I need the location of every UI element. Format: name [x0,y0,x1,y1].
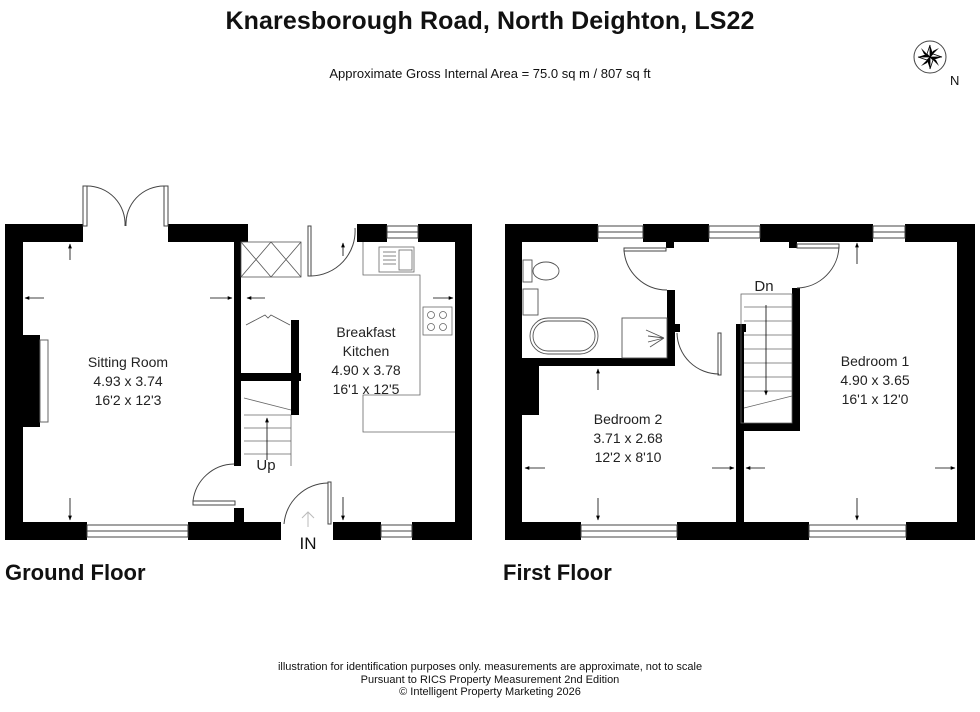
disclaimer: illustration for identification purposes… [277,661,703,673]
entrance-arrow-icon [301,511,315,527]
gross-area: Approximate Gross Internal Area = 75.0 s… [329,66,651,81]
compass-icon: N [913,40,959,87]
entrance-label: IN [300,534,317,553]
compass-north-label: N [950,73,959,87]
room-sitting-room: Sitting Room 4.93 x 3.74 16'2 x 12'3 [88,354,168,408]
copyright: © Intelligent Property Marketing 2026 [399,686,581,698]
room-breakfast-kitchen: Breakfast Kitchen 4.90 x 3.78 16'1 x 12'… [331,324,400,397]
kitchen-back-door [307,225,356,277]
stairs-down [740,293,793,424]
ground-floor-walls [5,224,472,540]
first-floor-label: First Floor [503,560,612,585]
stairs-up [243,397,292,466]
svg-text:16'1 x 12'0: 16'1 x 12'0 [842,391,909,407]
svg-text:4.90 x 3.65: 4.90 x 3.65 [840,372,909,388]
room-bedroom-2: Bedroom 2 3.71 x 2.68 12'2 x 8'10 [593,411,662,465]
svg-text:3.71 x 2.68: 3.71 x 2.68 [593,430,662,446]
footer: illustration for identification purposes… [0,661,980,699]
svg-text:Sitting Room: Sitting Room [88,354,168,370]
svg-text:Bedroom 2: Bedroom 2 [594,411,663,427]
svg-text:4.90 x 3.78: 4.90 x 3.78 [331,362,400,378]
svg-text:16'1 x 12'5: 16'1 x 12'5 [333,381,400,397]
first-floor-windows [580,225,907,538]
bathroom-fittings [522,259,668,359]
store-cupboard [240,241,302,278]
front-door [283,481,332,525]
first-floor-plan: Dn Bedroom 2 3.71 x 2.68 12'2 x 8'10 Bed… [505,224,975,540]
room-bedroom-1: Bedroom 1 4.90 x 3.65 16'1 x 12'0 [840,353,909,407]
svg-text:Kitchen: Kitchen [343,343,390,359]
ground-floor-plan: Up IN [5,185,472,553]
stairs-down-label: Dn [754,278,773,295]
first-floor-walls [505,224,975,540]
rics-note: Pursuant to RICS Property Measurement 2n… [360,673,620,686]
svg-text:4.93 x 3.74: 4.93 x 3.74 [93,373,162,389]
svg-text:Breakfast: Breakfast [336,324,395,340]
svg-text:16'2 x 12'3: 16'2 x 12'3 [95,392,162,408]
french-doors [82,185,169,227]
kitchen-units [362,242,455,433]
ground-floor-windows [86,225,419,538]
page-title: Knaresborough Road, North Deighton, LS22 [225,7,755,35]
ground-floor-label: Ground Floor [5,560,146,585]
svg-text:12'2 x 8'10: 12'2 x 8'10 [595,449,662,465]
stairs-up-label: Up [256,457,275,474]
svg-text:Bedroom 1: Bedroom 1 [841,353,910,369]
